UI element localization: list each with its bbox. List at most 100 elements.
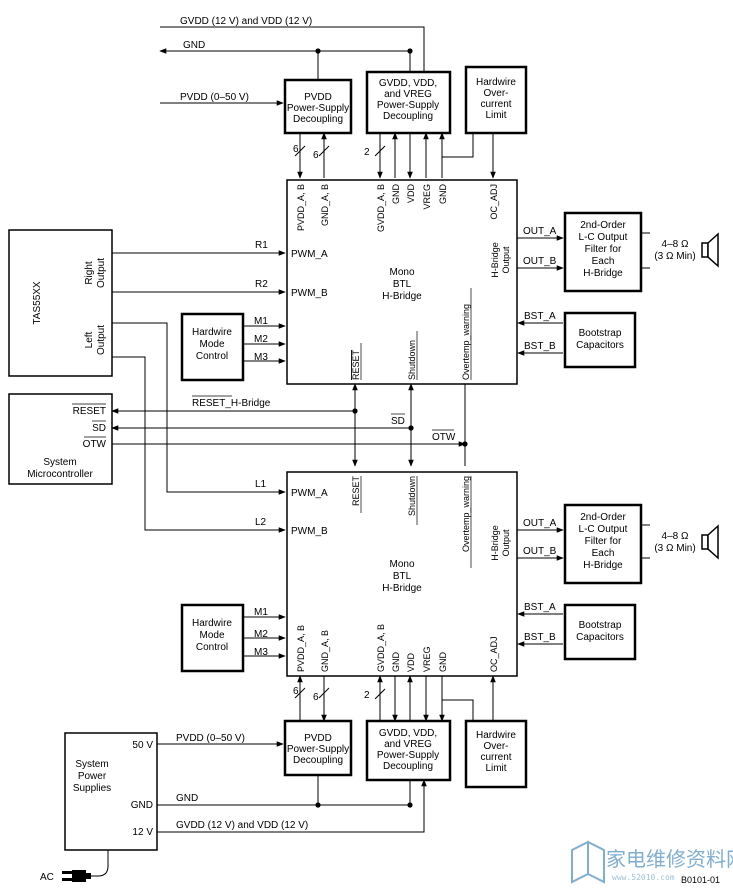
- pvdd-dec-label: Decoupling: [293, 755, 343, 766]
- mcu-pin-sd: SD: [92, 423, 106, 434]
- bus-width-6: 6: [313, 150, 319, 161]
- bootstrap-label: Capacitors: [576, 340, 624, 351]
- mono-label: H-Bridge: [382, 583, 422, 594]
- signal-l1: L1: [255, 479, 267, 490]
- speaker-icon: [701, 534, 709, 550]
- pin-label: GND: [438, 652, 448, 673]
- mode-label: Hardwire: [192, 327, 232, 338]
- watermark-url: www.52010.com: [612, 873, 675, 882]
- signal-m3: M3: [254, 352, 268, 363]
- mono-label: BTL: [393, 571, 412, 582]
- pin-label: VDD: [406, 184, 416, 204]
- pin-label: PVDD_A, B: [296, 625, 306, 672]
- mono-label: H-Bridge: [382, 291, 422, 302]
- wire-gvdd-top: [160, 26, 425, 72]
- mcu-label: System: [43, 457, 76, 468]
- right-output-label: Right: [84, 261, 95, 285]
- pin-pwm-b: PWM_B: [291, 288, 328, 299]
- tas-label: TAS55XX: [32, 281, 43, 324]
- signal-m1: M1: [254, 607, 268, 618]
- sys-power-label: Power: [78, 771, 107, 782]
- pvdd-dec-label: PVDD: [304, 92, 332, 103]
- pin-label: Shutdown: [407, 340, 417, 380]
- mono-label: BTL: [393, 279, 412, 290]
- lc-filter-label: Each: [592, 256, 615, 267]
- pvdd-dec-label: Decoupling: [293, 114, 343, 125]
- pin-label: GND: [391, 652, 401, 673]
- bootstrap-label: Bootstrap: [579, 620, 622, 631]
- gvdd-dec-label: and VREG: [384, 89, 432, 100]
- mode-label: Mode: [199, 339, 224, 350]
- rail-gnd-bottom: GND: [176, 793, 198, 804]
- sys-power-label: System: [75, 759, 108, 770]
- pvdd-dec-label: Power-Supply: [287, 103, 349, 114]
- lc-filter-label: Each: [592, 548, 615, 559]
- ps-gnd: GND: [131, 800, 153, 811]
- pin-label: Overtemp_warning: [461, 304, 471, 380]
- pin-label: GVDD_A, B: [376, 184, 386, 232]
- gvdd-dec-label: Decoupling: [383, 111, 433, 122]
- ps-12v: 12 V: [132, 827, 153, 838]
- load-label: 4–8 Ω: [662, 239, 689, 250]
- rail-pvdd-top: PVDD (0–50 V): [180, 92, 249, 103]
- pin-label: OC_ADJ: [489, 184, 499, 220]
- lc-filter-label: H-Bridge: [583, 268, 623, 279]
- left-output-label: Output: [96, 325, 107, 355]
- load-label: (3 Ω Min): [654, 543, 695, 554]
- gvdd-dec-label: Power-Supply: [377, 100, 439, 111]
- ocl-label: Hardwire: [476, 730, 516, 741]
- lc-filter-label: Filter for: [585, 244, 622, 255]
- ac-plug-icon: [62, 870, 91, 882]
- pin-label: RESET: [351, 349, 361, 380]
- pin-label: GND: [391, 184, 401, 205]
- lc-filter-label: Filter for: [585, 536, 622, 547]
- pin-pwm-a: PWM_A: [291, 249, 328, 260]
- gvdd-dec-label: and VREG: [384, 739, 432, 750]
- overcurrent-limit-top: [464, 65, 528, 135]
- pin-label: GVDD_A, B: [376, 624, 386, 672]
- pin-pwm-a: PWM_A: [291, 488, 328, 499]
- gvdd-decoupling-top: [365, 70, 452, 135]
- mode-control-top: [180, 312, 245, 382]
- mode-control-bottom: [180, 603, 245, 673]
- tas55xx-block: [8, 229, 113, 377]
- mode-label: Control: [196, 642, 228, 653]
- watermark-text: 家电维修资料网: [606, 847, 733, 871]
- gvdd-dec-label: GVDD, VDD,: [379, 728, 437, 739]
- pin-label: VREG: [422, 184, 432, 210]
- gvdd-dec-label: GVDD, VDD,: [379, 78, 437, 89]
- pin-label: Shutdown: [407, 476, 417, 516]
- system-microcontroller: [8, 393, 113, 485]
- pin-label: OC_ADJ: [489, 636, 499, 672]
- pin-pwm-b: PWM_B: [291, 526, 328, 537]
- sys-power-label: Supplies: [73, 783, 111, 794]
- right-output-label: Output: [96, 258, 107, 288]
- bootstrap-top: [563, 311, 637, 369]
- signal-r1: R1: [255, 240, 268, 251]
- ocl-label: current: [480, 752, 511, 763]
- hb-output-label: Output: [501, 246, 511, 274]
- mcu-pin-reset: RESET: [73, 406, 106, 417]
- ocl-label: Over-: [484, 741, 509, 752]
- pin-label: VDD: [406, 652, 416, 672]
- pin-label: RESET: [351, 476, 361, 507]
- pin-label: GND_A, B: [320, 184, 330, 226]
- load-label: 4–8 Ω: [662, 531, 689, 542]
- rail-pvdd-bottom: PVDD (0–50 V): [176, 733, 245, 744]
- hb-output-label: H-Bridge: [490, 242, 500, 278]
- lc-filter-label: 2nd-Order: [580, 512, 626, 523]
- gvdd-decoupling-bottom: [365, 719, 452, 782]
- left-output-label: Left: [84, 331, 95, 348]
- gvdd-dec-label: Power-Supply: [377, 750, 439, 761]
- ocl-label: Over-: [484, 88, 509, 99]
- lc-filter-label: 2nd-Order: [580, 220, 626, 231]
- bootstrap-label: Capacitors: [576, 632, 624, 643]
- ocl-label: Limit: [485, 763, 506, 774]
- lc-filter-label: H-Bridge: [583, 560, 623, 571]
- pvdd-dec-label: PVDD: [304, 733, 332, 744]
- pvdd-decoupling-top: [283, 78, 353, 135]
- lc-filter-label: L-C Output: [579, 524, 628, 535]
- signal-m1: M1: [254, 316, 268, 327]
